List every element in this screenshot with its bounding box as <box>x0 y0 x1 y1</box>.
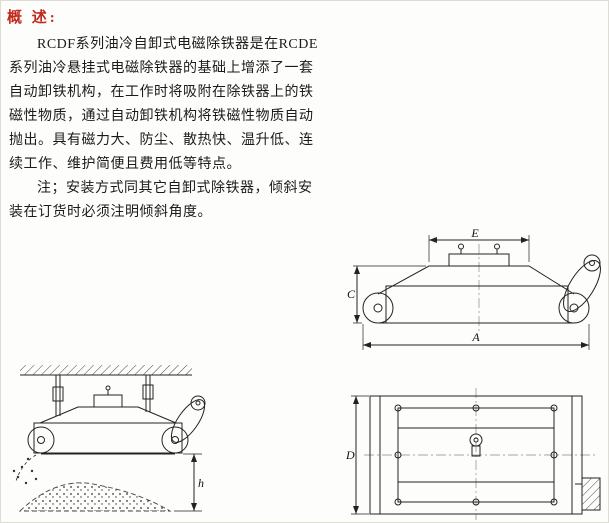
side-view-figure: E C A <box>346 228 608 358</box>
dimension-label-a: A <box>471 330 480 344</box>
paragraph-line: 抛出。具有磁力大、防尘、散热快、温升低、连 <box>9 133 314 148</box>
dimension-label-h: h <box>198 476 204 490</box>
paragraph-line: RCDF系列油冷自卸式电磁除铁器是在RCDE <box>37 37 318 52</box>
plan-view-drawing: D <box>346 388 601 520</box>
side-view-drawing: E C A <box>347 228 601 350</box>
dimension-label-d: D <box>346 448 355 462</box>
dimension-label-e: E <box>470 228 479 240</box>
paragraph-line: 磁性物质，通过自动卸铁机构将铁磁性物质自动 <box>9 109 314 124</box>
paragraph-line: 系列油冷悬挂式电磁除铁器的基础上增添了一套 <box>9 61 314 76</box>
section-heading: 概 述: <box>7 10 58 26</box>
overview-paragraph: RCDF系列油冷自卸式电磁除铁器是在RCDE 系列油冷悬挂式电磁除铁器的基础上增… <box>9 33 318 225</box>
plan-view-figure: D <box>346 384 608 522</box>
installation-drawing: h <box>12 365 206 512</box>
note-line: 装在订货时必须注明倾斜角度。 <box>9 205 212 220</box>
dimension-label-c: C <box>347 287 356 301</box>
note-line: 注；安装方式同其它自卸式除铁器，倾斜安 <box>37 181 313 196</box>
installation-figure: h <box>6 359 246 522</box>
paragraph-line: 续工作、维护简便且费用低等特点。 <box>9 157 241 172</box>
paragraph-line: 自动卸铁机构，在工作时将吸附在除铁器上的铁 <box>9 85 314 100</box>
